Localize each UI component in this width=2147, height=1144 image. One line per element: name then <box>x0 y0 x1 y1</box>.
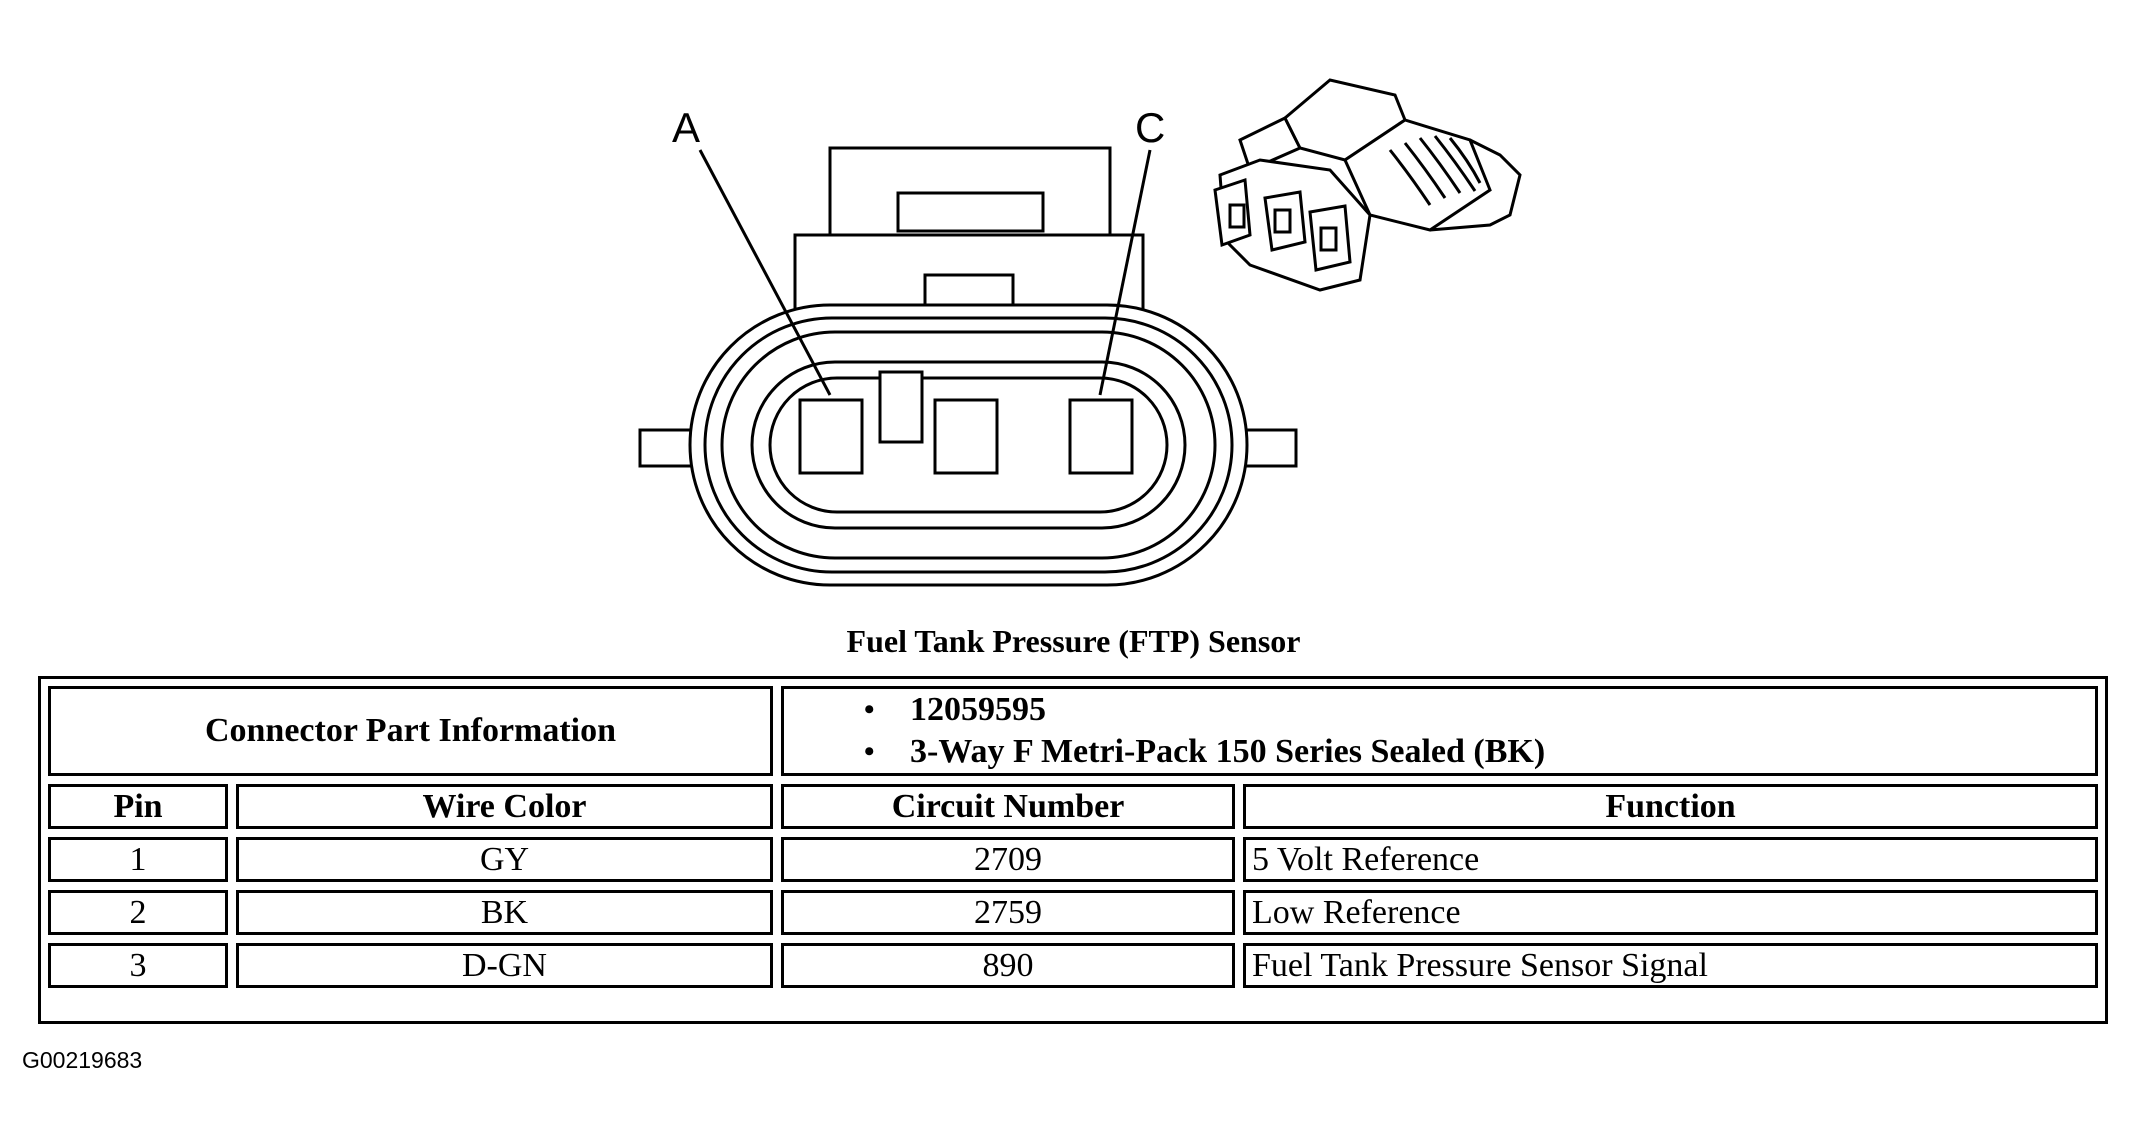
connector-table: Connector Part Information 12059595 3-Wa… <box>38 676 2108 1024</box>
part-info-row: Connector Part Information 12059595 3-Wa… <box>48 686 2098 776</box>
part-description: 3-Way F Metri-Pack 150 Series Sealed (BK… <box>864 731 2089 773</box>
pin-b-cavity <box>933 398 999 475</box>
table-row: 1 GY 2709 5 Volt Reference <box>48 837 2098 882</box>
pin-a-cavity <box>798 398 864 475</box>
header-circuit-number: Circuit Number <box>781 784 1235 829</box>
connector-diagram: A C <box>638 78 1522 587</box>
table-row: 2 BK 2759 Low Reference <box>48 890 2098 935</box>
pin-a-label: A <box>672 104 700 151</box>
pin-cell: 3 <box>48 943 228 988</box>
part-number: 12059595 <box>864 689 2089 731</box>
part-info-values: 12059595 3-Way F Metri-Pack 150 Series S… <box>781 686 2098 776</box>
part-info-label: Connector Part Information <box>48 686 773 776</box>
pin-c-label: C <box>1135 104 1165 151</box>
pin-cell: 1 <box>48 837 228 882</box>
figure-id: G00219683 <box>22 1047 143 1073</box>
wire-color-cell: D-GN <box>236 943 773 988</box>
pin-c-cavity <box>1068 398 1134 475</box>
header-function: Function <box>1243 784 2098 829</box>
pin-c-leader <box>1098 149 1152 396</box>
circuit-number-cell: 2709 <box>781 837 1235 882</box>
function-cell: Low Reference <box>1243 890 2098 935</box>
connector-front-view <box>638 146 1298 587</box>
function-cell: 5 Volt Reference <box>1243 837 2098 882</box>
table-row: 3 D-GN 890 Fuel Tank Pressure Sensor Sig… <box>48 943 2098 988</box>
diagram-caption: Fuel Tank Pressure (FTP) Sensor <box>846 623 1301 659</box>
header-pin: Pin <box>48 784 228 829</box>
pin-a-leader <box>698 149 832 396</box>
circuit-number-cell: 2759 <box>781 890 1235 935</box>
pin-cell: 2 <box>48 890 228 935</box>
circuit-number-cell: 890 <box>781 943 1235 988</box>
wire-color-cell: GY <box>236 837 773 882</box>
header-row: Pin Wire Color Circuit Number Function <box>48 784 2098 829</box>
header-wire-color: Wire Color <box>236 784 773 829</box>
wire-color-cell: BK <box>236 890 773 935</box>
function-cell: Fuel Tank Pressure Sensor Signal <box>1243 943 2098 988</box>
connector-isometric-view <box>1213 78 1522 292</box>
